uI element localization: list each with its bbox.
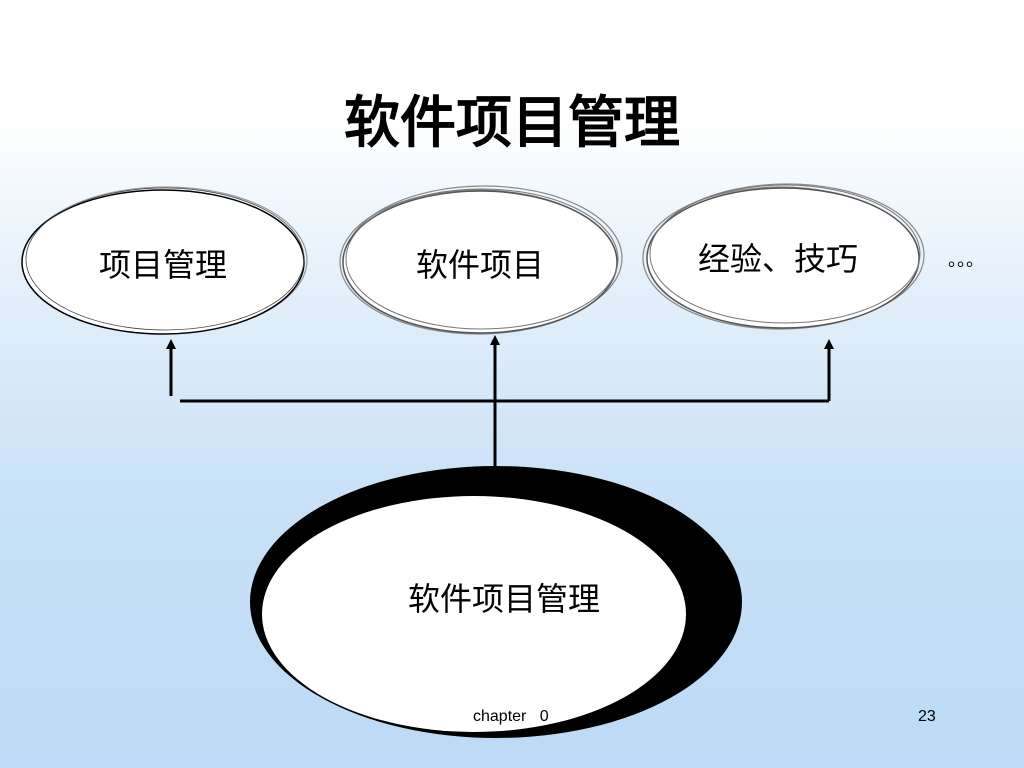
node-project-management: 项目管理 — [21, 186, 308, 335]
footer-chapter: chapter 0 — [473, 708, 549, 725]
node-label-project-management: 项目管理 — [99, 246, 227, 284]
slide-title: 软件项目管理 — [344, 91, 680, 156]
ellipsis-text: 。。。 — [948, 250, 984, 271]
node-experience-skills: 经验、技巧 — [642, 183, 925, 330]
node-label-software-project: 软件项目 — [416, 246, 544, 284]
node-software-project: 软件项目 — [339, 185, 623, 335]
connector-lines — [166, 335, 834, 468]
node-label-experience-skills: 经验、技巧 — [698, 240, 858, 278]
root-node-label: 软件项目管理 — [408, 580, 600, 618]
footer-page-number: 23 — [918, 708, 936, 725]
node-root-software-project-management: 软件项目管理 — [250, 466, 742, 738]
